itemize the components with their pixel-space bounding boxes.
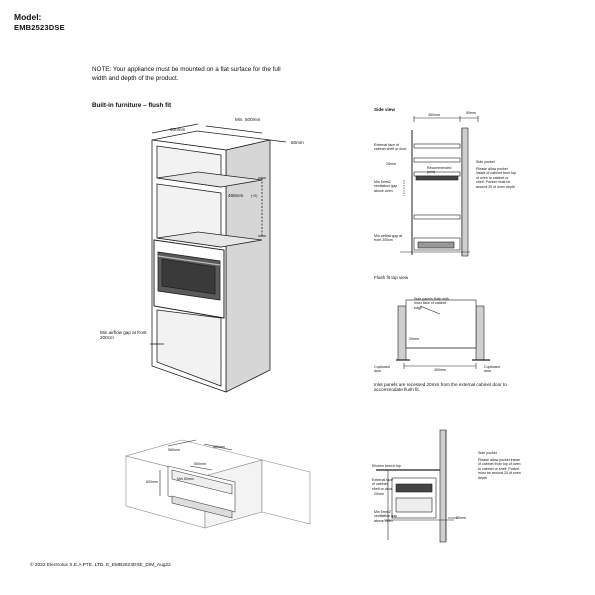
top-view-caption: Inlet panels are recessed 20mm from the … <box>374 382 507 393</box>
height-note: (+2) <box>251 194 258 198</box>
kitchen-pocket-label: Side pocket <box>478 451 497 455</box>
side-view-title: Side view <box>374 107 395 112</box>
kitchen-external-face: External face of cabinet shelf or door <box>372 478 393 491</box>
copyright-footer: © 2022 Electrolux S.E.A PTE. LTD. E_EMB2… <box>30 563 171 568</box>
side-top-right-dim: 50mm <box>466 111 476 115</box>
side-recommended: Recommended (min) <box>427 166 452 175</box>
top-view-left-door: Cupboard door <box>374 365 390 374</box>
min-depth-label: Min. 500mm <box>235 117 261 122</box>
kitchen-bench-label: Kitchen bench top <box>372 464 401 468</box>
top-view-width: 450mm <box>434 368 446 372</box>
side-airflow-label: Min airflow gap at front 200cm <box>374 234 403 243</box>
height-label: 466mm <box>228 193 244 198</box>
side-vent-label: Min 5mm2 ventilation gap above oven <box>374 180 398 193</box>
kitchen-section-drawing <box>376 429 458 543</box>
airflow-label: Min airflow gap at front 200cm <box>100 330 147 341</box>
kitchen-dim-bottom: 20mm <box>456 516 466 520</box>
width-label: 600mm <box>170 127 186 132</box>
kitchen-vent-label: Min 5mm2 ventilation gap above oven <box>374 510 398 523</box>
top-view-right-door: Cupboard door <box>484 365 500 374</box>
side-gap20: 20mm <box>386 162 396 166</box>
top-view-drawing <box>396 299 490 369</box>
main-cabinet-drawing <box>150 123 287 393</box>
side-top-dim: 450mm <box>428 113 440 117</box>
model-label: Model: <box>14 12 42 22</box>
side-pocket-label: Side pocket <box>476 160 495 164</box>
side-external-label: External face of cabinet shelf or door <box>374 143 407 152</box>
iso-dim-inner: Min 50mm <box>177 477 194 481</box>
iso-dim-top-right: 460mm <box>213 445 225 449</box>
model-code: EMB2523DSE <box>14 23 65 32</box>
iso-dim-top-left: 560mm <box>168 448 180 452</box>
mounting-note: NOTE: Your appliance must be mounted on … <box>92 66 281 82</box>
top-view-title: Flush fit top view <box>374 275 409 280</box>
kitchen-gap: 20mm <box>374 492 384 496</box>
top-view-gap20: 20mm <box>409 337 419 341</box>
side-view-drawing <box>400 116 479 257</box>
iso-dim-mid: 500mm <box>194 462 206 466</box>
top-view-dim-label: Side panels flush with inner face of cab… <box>414 297 449 310</box>
side-gap-label: 50mm <box>291 140 304 145</box>
section-title: Built-in furniture – flush fit <box>92 102 172 109</box>
iso-dim-side: 600mm <box>146 480 158 484</box>
kitchen-pocket-note: Please allow pocket inside of cabinet fr… <box>478 458 521 480</box>
side-pocket-note: Please allow pocket inside of cabinet fr… <box>476 167 517 189</box>
iso-counter-drawing <box>124 439 311 529</box>
